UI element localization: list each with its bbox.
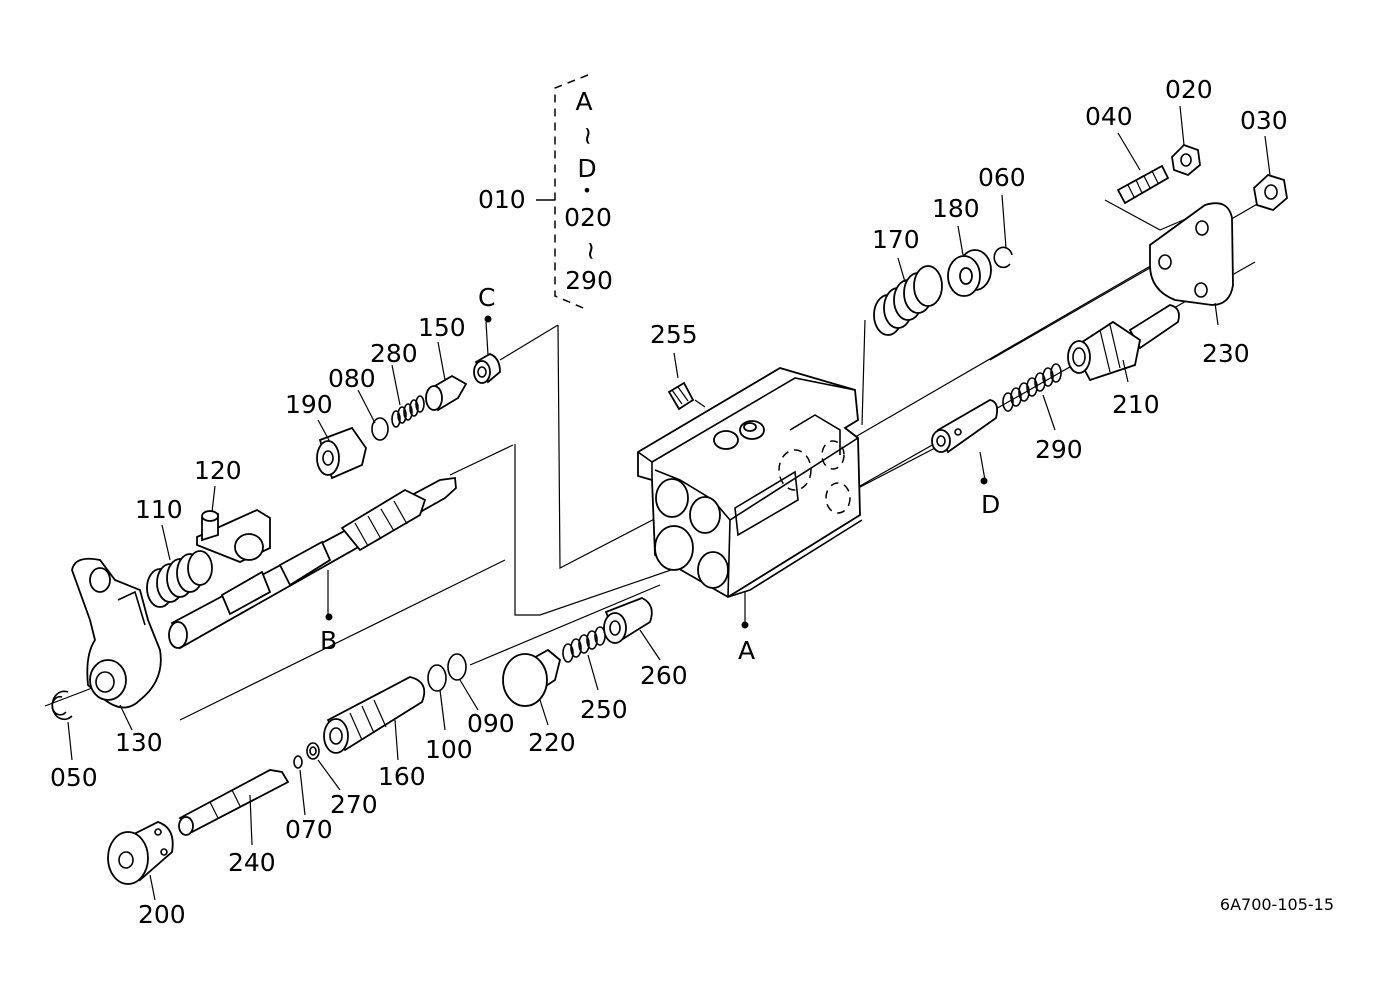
bracket-label-290: 290 xyxy=(565,266,613,295)
bracket-tilde-1: ~ xyxy=(574,126,603,147)
part-060 xyxy=(993,246,1013,269)
label-230: 230 xyxy=(1202,339,1250,368)
group-bracket: A ~ D • 020 ~ 290 xyxy=(536,74,613,311)
label-200: 200 xyxy=(138,900,186,929)
leader-lines xyxy=(67,105,1271,901)
bracket-tilde-2: ~ xyxy=(577,241,606,262)
label-110: 110 xyxy=(135,495,183,524)
bracket-label-d: D xyxy=(577,154,596,183)
label-150: 150 xyxy=(418,313,466,342)
part-250 xyxy=(562,626,606,663)
part-020 xyxy=(1171,143,1201,177)
part-090 xyxy=(447,653,467,681)
bracket-label-a: A xyxy=(575,87,592,116)
part-180 xyxy=(947,249,992,297)
label-250: 250 xyxy=(580,695,628,724)
label-050: 050 xyxy=(50,763,98,792)
label-240: 240 xyxy=(228,848,276,877)
valve-body xyxy=(637,367,863,599)
label-080: 080 xyxy=(328,364,376,393)
label-090: 090 xyxy=(467,709,515,738)
bracket-dot: • xyxy=(582,181,591,200)
part-c-sleeve xyxy=(473,353,501,384)
part-230 xyxy=(1149,202,1234,306)
label-120: 120 xyxy=(194,456,242,485)
label-210: 210 xyxy=(1112,390,1160,419)
label-160: 160 xyxy=(378,762,426,791)
part-160 xyxy=(323,676,426,754)
figure-code: 6A700-105-15 xyxy=(1220,895,1334,914)
label-270: 270 xyxy=(330,790,378,819)
part-040 xyxy=(1116,164,1170,205)
part-260 xyxy=(603,597,653,644)
label-ref-d: D xyxy=(981,490,1000,519)
label-020: 020 xyxy=(1165,75,1213,104)
part-110 xyxy=(146,550,213,608)
label-130: 130 xyxy=(115,728,163,757)
label-260: 260 xyxy=(640,661,688,690)
label-180: 180 xyxy=(932,194,980,223)
part-210 xyxy=(1067,304,1180,382)
label-280: 280 xyxy=(370,339,418,368)
part-190 xyxy=(316,426,367,480)
label-060: 060 xyxy=(978,163,1026,192)
part-290 xyxy=(1002,363,1062,412)
part-080 xyxy=(371,417,389,441)
part-170 xyxy=(873,265,943,336)
part-d-sleeve xyxy=(931,399,999,454)
label-ref-b: B xyxy=(320,626,337,655)
part-200 xyxy=(107,821,174,885)
part-120 xyxy=(196,508,271,563)
label-040: 040 xyxy=(1085,102,1133,131)
part-labels: 010 020 040 030 060 180 170 230 210 290 … xyxy=(50,75,1288,929)
label-070: 070 xyxy=(285,815,333,844)
label-100: 100 xyxy=(425,735,473,764)
part-280 xyxy=(391,395,425,428)
part-050 xyxy=(51,690,73,721)
label-290: 290 xyxy=(1035,435,1083,464)
part-b-shaft xyxy=(168,476,457,650)
label-ref-c: C xyxy=(478,283,495,312)
part-240 xyxy=(178,769,290,836)
bracket-label-020: 020 xyxy=(564,203,612,232)
label-030: 030 xyxy=(1240,106,1288,135)
label-170: 170 xyxy=(872,225,920,254)
label-ref-a: A xyxy=(738,636,755,665)
part-100 xyxy=(427,664,447,692)
part-220 xyxy=(502,648,562,707)
part-255 xyxy=(667,381,706,411)
label-220: 220 xyxy=(528,728,576,757)
reference-dots xyxy=(325,315,988,629)
part-130 xyxy=(71,557,162,709)
label-010: 010 xyxy=(478,185,526,214)
part-030 xyxy=(1253,173,1288,212)
part-270 xyxy=(306,742,320,760)
part-150 xyxy=(425,374,468,412)
label-190: 190 xyxy=(285,390,333,419)
part-070 xyxy=(293,755,303,769)
label-255: 255 xyxy=(650,320,698,349)
